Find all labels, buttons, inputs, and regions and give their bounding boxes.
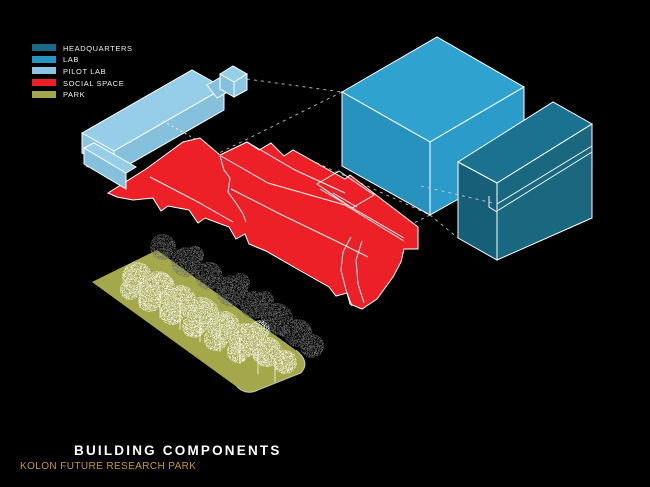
legend-item: SOCIAL SPACE — [32, 77, 133, 89]
park-component — [92, 234, 324, 393]
legend-item: PILOT LAB — [32, 65, 133, 77]
legend-item: HEADQUARTERS — [32, 42, 133, 54]
page-title: BUILDING COMPONENTS — [74, 443, 282, 458]
light-trees — [120, 262, 297, 374]
headquarters-component — [457, 101, 593, 261]
legend-item: PARK — [32, 88, 133, 100]
social-space-component — [106, 137, 419, 310]
headquarters-right-face — [496, 123, 593, 261]
page-subtitle: KOLON FUTURE RESEARCH PARK — [20, 461, 197, 472]
guide-line — [420, 185, 494, 204]
guide-lines-front — [420, 185, 494, 239]
legend-swatch-social-space — [32, 79, 56, 87]
legend-item: LAB — [32, 54, 133, 66]
guide-line — [429, 214, 459, 239]
guide-line — [246, 78, 343, 93]
legend-label: LAB — [63, 55, 79, 65]
social-space-detail-lines — [149, 141, 405, 307]
legend-label: PARK — [63, 90, 86, 100]
dark-trees — [150, 234, 324, 358]
legend-swatch-headquarters — [32, 44, 56, 52]
social-space-mass — [106, 137, 419, 310]
legend-label: HEADQUARTERS — [63, 43, 133, 53]
headquarters-groove-lines — [488, 145, 593, 213]
legend-label: SOCIAL SPACE — [63, 78, 125, 88]
legend: HEADQUARTERS LAB PILOT LAB SOCIAL SPACE … — [32, 42, 133, 100]
legend-swatch-park — [32, 90, 56, 98]
pilot-lab-cube-right — [233, 73, 248, 98]
legend-label: PILOT LAB — [63, 66, 107, 76]
legend-swatch-pilot-lab — [32, 67, 56, 75]
legend-swatch-lab — [32, 55, 56, 63]
guide-line — [290, 150, 431, 216]
park-edge-highlight — [236, 349, 306, 393]
pilot-lab-base-front — [83, 147, 127, 190]
pilot-lab-component — [80, 65, 248, 190]
pilot-lab-section-line — [162, 120, 198, 141]
